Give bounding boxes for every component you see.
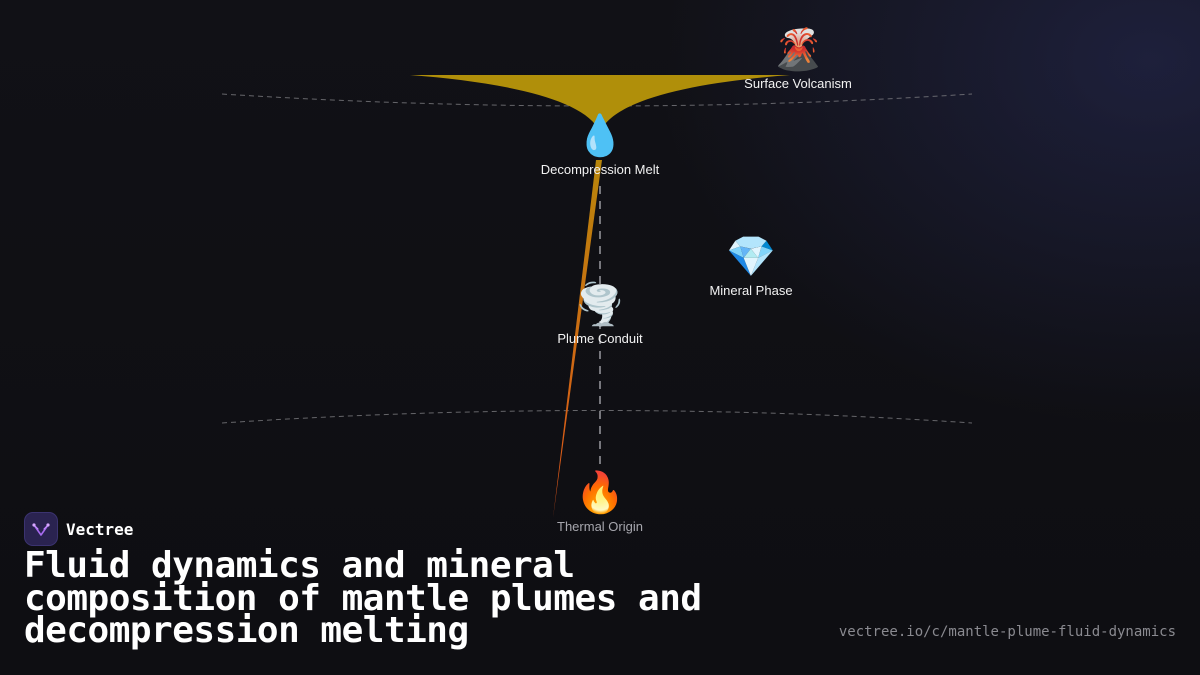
brand[interactable]: Vectree bbox=[24, 512, 133, 546]
volcano-icon: 🌋 bbox=[773, 27, 823, 73]
thermal-origin-label: Thermal Origin bbox=[557, 519, 643, 534]
fire-icon: 🔥 bbox=[575, 470, 625, 516]
vectree-logo-icon bbox=[24, 512, 58, 546]
plume-conduit-label: Plume Conduit bbox=[557, 331, 643, 346]
lower-boundary-line bbox=[221, 410, 973, 424]
surface-volcanism-node[interactable]: 🌋 Surface Volcanism bbox=[744, 26, 852, 91]
page-title: Fluid dynamics and mineral composition o… bbox=[24, 545, 702, 651]
plume-head bbox=[410, 75, 790, 132]
decompression-melt-label: Decompression Melt bbox=[540, 162, 660, 177]
mineral-phase-node[interactable]: 💎 Mineral Phase bbox=[709, 233, 792, 298]
plume-tail bbox=[553, 160, 602, 518]
source-url[interactable]: vectree.io/c/mantle-plume-fluid-dynamics bbox=[838, 624, 1176, 640]
thermal-origin-node[interactable]: 🔥 Thermal Origin bbox=[557, 469, 643, 534]
tornado-icon: 🌪️ bbox=[575, 282, 625, 328]
plume-conduit-node[interactable]: 🌪️ Plume Conduit bbox=[557, 281, 642, 346]
gem-icon: 💎 bbox=[726, 234, 776, 280]
decompression-melt-node[interactable]: 💧 Decompression Melt bbox=[541, 112, 660, 177]
surface-volcanism-label: Surface Volcanism bbox=[744, 76, 852, 91]
droplet-icon: 💧 bbox=[575, 113, 625, 159]
mineral-phase-label: Mineral Phase bbox=[709, 283, 793, 298]
brand-name: Vectree bbox=[66, 519, 134, 539]
upper-boundary-line bbox=[221, 93, 973, 107]
